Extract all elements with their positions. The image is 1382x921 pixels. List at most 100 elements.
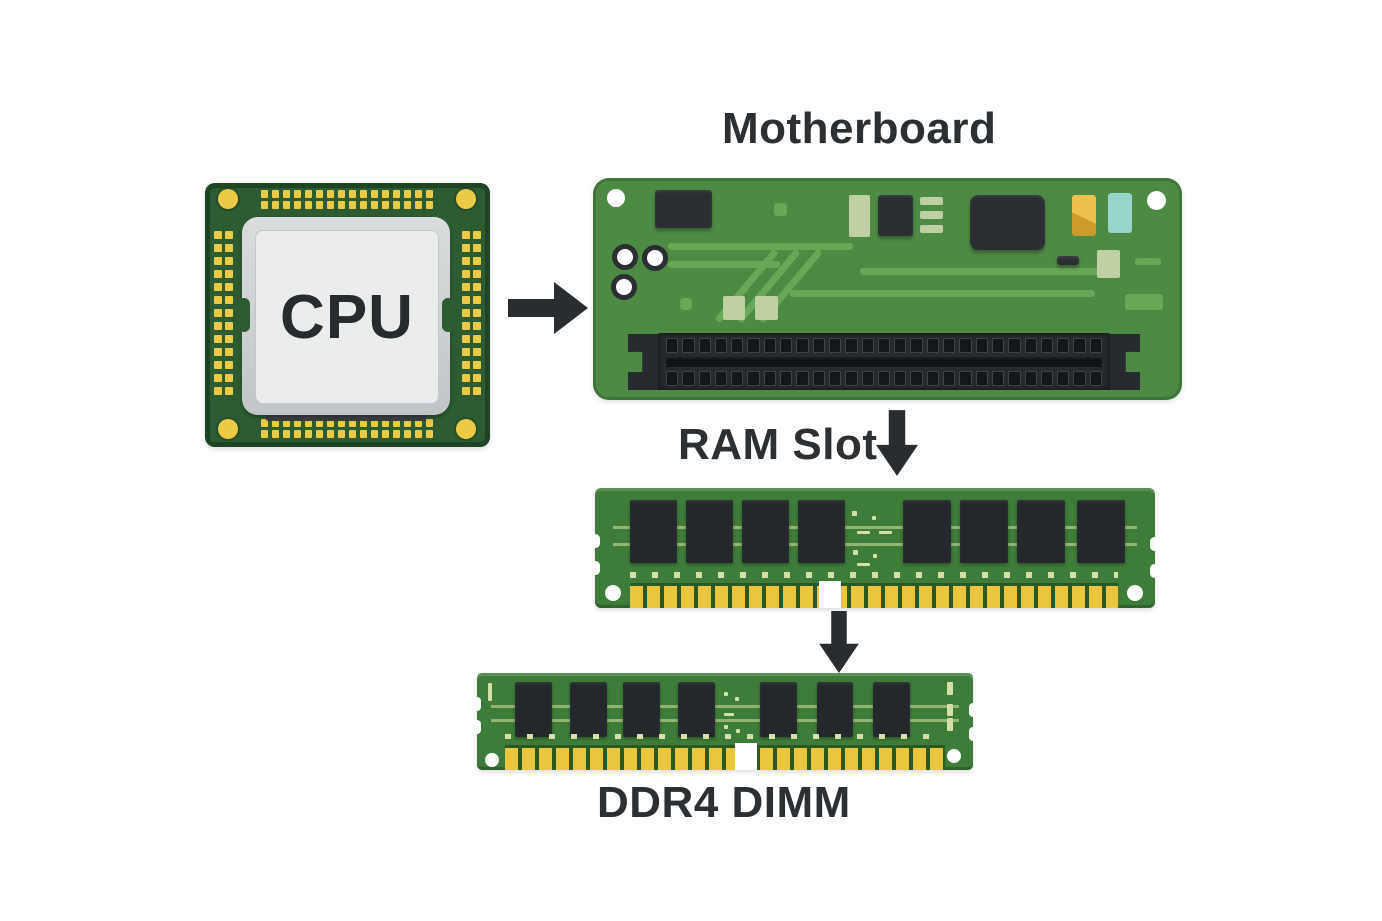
cpu-pin-row — [261, 190, 433, 198]
ddr4-dimm-module — [473, 673, 977, 770]
cpu-heat-spreader-notch — [238, 298, 250, 332]
ram-solder-dot — [736, 729, 740, 733]
mb-port-hole — [612, 244, 638, 270]
ram-trace-line — [491, 705, 959, 708]
mb-trace — [668, 243, 853, 250]
edge-notch — [1150, 564, 1159, 578]
finger-notch — [735, 743, 757, 770]
ram-solder-dot — [947, 704, 953, 716]
mb-chip — [1057, 256, 1079, 265]
mb-trace — [790, 290, 1095, 297]
cpu-pin-row — [261, 419, 433, 427]
arrow-right-icon — [508, 282, 588, 334]
dimm-chip — [817, 682, 853, 737]
ram-chip — [630, 500, 677, 563]
mounting-hole — [607, 189, 625, 207]
ram-pad-row — [505, 734, 942, 739]
ram-chip — [1017, 500, 1065, 563]
edge-notch — [1150, 537, 1159, 551]
mb-pad — [1097, 250, 1120, 278]
mb-trace — [1125, 294, 1163, 310]
ram-solder-dot — [724, 692, 728, 696]
ram-solder-dot — [735, 697, 739, 701]
ram-trace-line — [491, 719, 959, 722]
ram-solder-dot — [724, 725, 728, 729]
cpu-corner-pad — [456, 419, 476, 439]
mb-pad — [920, 197, 943, 205]
mb-trace — [860, 268, 1100, 275]
ram-mounting-hole — [947, 749, 961, 763]
dimm-chip — [623, 682, 660, 737]
gold-fingers — [630, 583, 1118, 608]
mb-chip — [878, 195, 913, 236]
edge-notch — [473, 720, 481, 734]
ram-solder-dot — [879, 531, 892, 534]
arrow-down-icon-2 — [819, 611, 859, 673]
mb-port-hole — [642, 245, 668, 271]
edge-notch — [591, 534, 600, 548]
ram-chip — [903, 500, 951, 563]
cpu-package: CPU — [205, 183, 490, 447]
motherboard-label: Motherboard — [722, 104, 997, 153]
ram-chip — [798, 500, 845, 563]
ram-slot-pin-row — [666, 371, 1103, 386]
ram-slot-channel — [666, 357, 1102, 367]
mb-pad — [755, 296, 778, 320]
dimm-chip — [760, 682, 797, 737]
dimm-chip — [515, 682, 552, 737]
ram-chip — [1077, 500, 1125, 563]
arrow-down-icon — [876, 410, 918, 476]
finger-notch — [819, 581, 841, 608]
ram-solder-dot — [947, 682, 953, 695]
ram-slot-label: RAM Slot — [678, 420, 878, 469]
mb-chip — [655, 190, 712, 228]
ram-chip — [686, 500, 733, 563]
cpu-corner-pad — [218, 419, 238, 439]
dimm-chip — [873, 682, 910, 737]
mb-port-hole — [611, 274, 637, 300]
ram-solder-dot — [872, 516, 876, 520]
gold-fingers — [505, 745, 945, 770]
ram-slot-latch — [1106, 334, 1140, 390]
ram-solder-dot — [488, 683, 492, 701]
mb-pad — [849, 195, 870, 237]
ram-mounting-hole — [485, 753, 499, 767]
cpu-die-plate: CPU — [255, 230, 439, 404]
ram-slot-pin-row — [666, 338, 1103, 353]
motherboard-board — [593, 178, 1182, 400]
mb-pad — [723, 296, 745, 320]
ram-solder-dot — [873, 554, 877, 558]
mb-solder-pad — [680, 298, 692, 310]
cpu-pin-row — [261, 430, 433, 438]
mb-pad — [920, 225, 943, 233]
edge-notch — [591, 561, 600, 575]
dimm-chip — [678, 682, 715, 737]
cpu-pin-column — [473, 231, 481, 395]
cpu-pin-column — [225, 231, 233, 395]
ram-trace-line — [613, 543, 1137, 546]
ram-chip — [742, 500, 789, 563]
ram-solder-dot — [853, 550, 858, 555]
mb-trace — [1135, 258, 1161, 265]
cpu-pin-column — [214, 231, 222, 395]
edge-notch — [969, 727, 977, 741]
ram-slot — [628, 333, 1140, 390]
ram-chip — [960, 500, 1008, 563]
cpu-pin-column — [462, 231, 470, 395]
cpu-corner-pad — [456, 189, 476, 209]
ram-solder-dot — [947, 718, 953, 731]
mb-pad — [920, 211, 943, 219]
mb-chip — [970, 195, 1045, 250]
cpu-corner-pad — [218, 189, 238, 209]
mb-capacitor-orange — [1072, 195, 1096, 236]
mb-trace — [668, 261, 780, 268]
ram-mounting-hole — [1127, 585, 1143, 601]
ram-pad-row — [630, 572, 1118, 578]
cpu-heat-spreader-notch — [442, 298, 454, 332]
dimm-chip — [570, 682, 607, 737]
edge-notch — [969, 703, 977, 717]
ram-solder-dot — [852, 511, 857, 516]
ram-solder-dot — [724, 713, 734, 716]
cpu-label: CPU — [280, 282, 414, 352]
